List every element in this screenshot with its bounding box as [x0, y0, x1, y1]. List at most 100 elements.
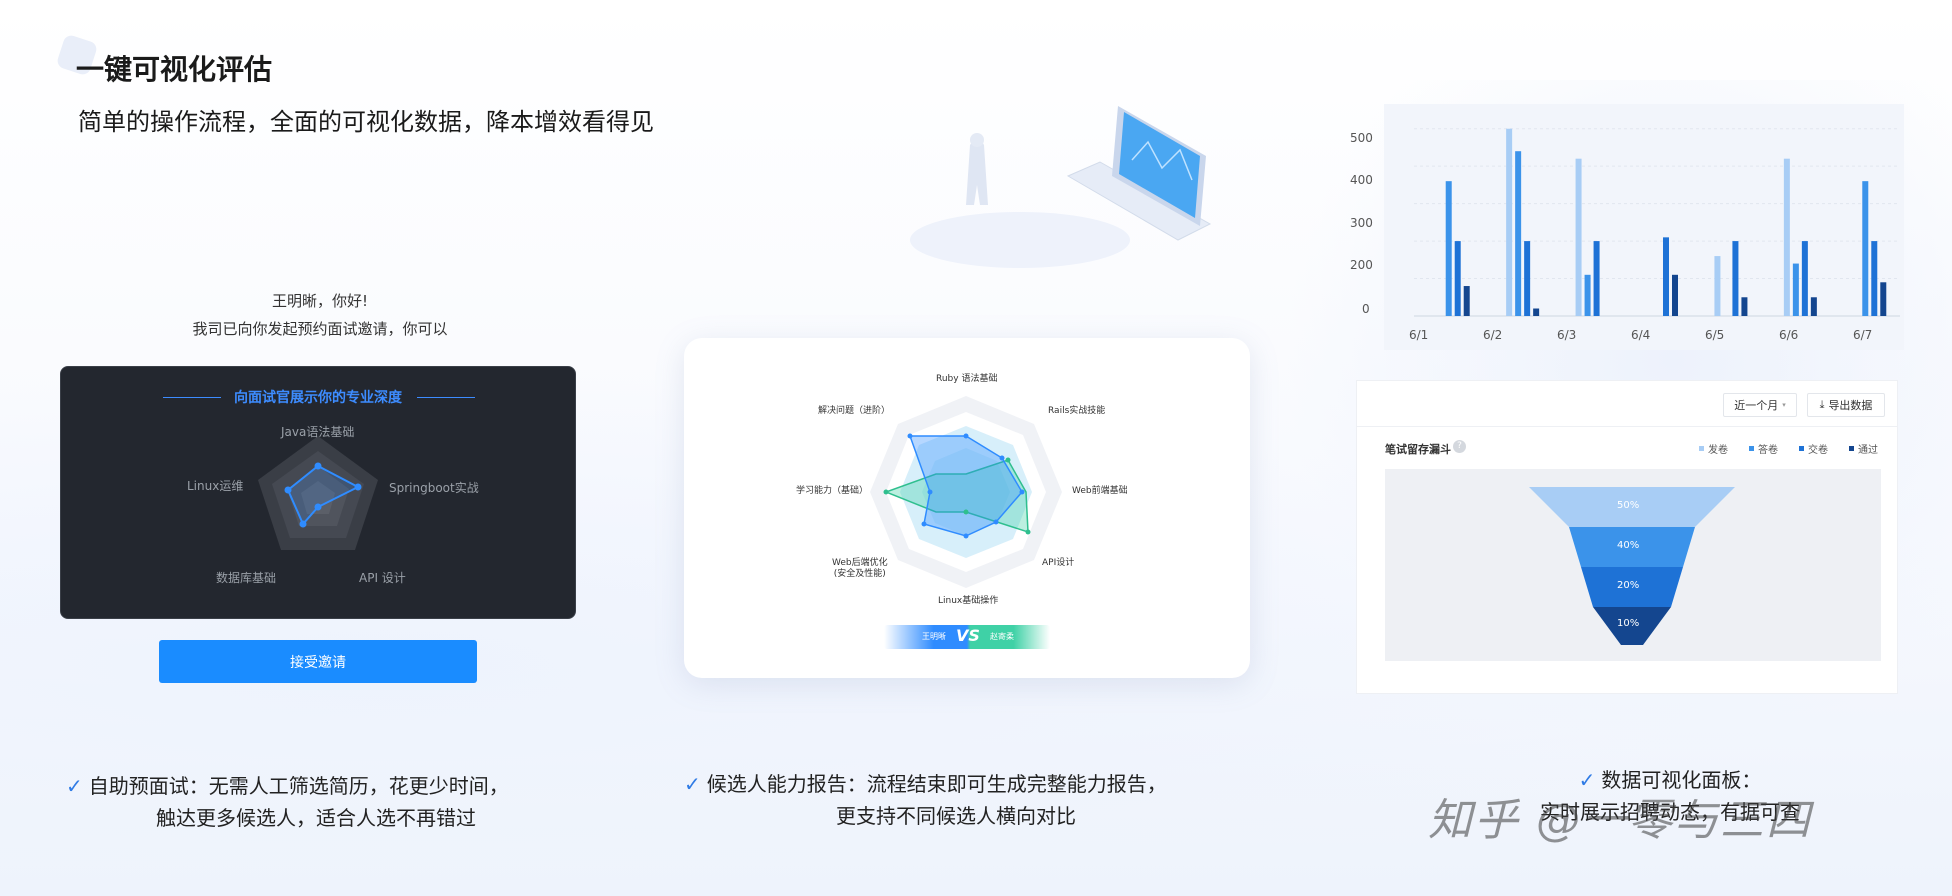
vs-banner: 王明晰 VS 赵寄柔: [884, 625, 1050, 649]
bar: [1792, 263, 1799, 316]
funnel-panel: 近一个月 ▾ ⤓ 导出数据 笔试留存漏斗 ? 发卷 答卷 交卷 通过 50% 4…: [1356, 380, 1898, 694]
radar-ring-inner: [922, 448, 1010, 536]
x-tick-label: 6/1: [1409, 328, 1429, 342]
radar-point: [907, 433, 913, 439]
radar-label: Springboot实战: [389, 481, 479, 495]
radar-label: 解决问题（进阶）: [818, 406, 891, 416]
funnel-value: 40%: [1617, 540, 1640, 551]
daily-stats-bar-chart: [1384, 104, 1904, 350]
bar: [1463, 286, 1470, 316]
radar-point: [921, 521, 927, 527]
bar: [1783, 158, 1790, 316]
chevron-down-icon: ▾: [1782, 401, 1786, 409]
x-tick-label: 6/3: [1557, 328, 1577, 342]
x-tick-label: 6/4: [1631, 328, 1651, 342]
bar: [1741, 297, 1748, 316]
radar-label: Web后端优化 (安全及性能): [832, 558, 888, 579]
bar: [1871, 241, 1878, 316]
help-icon[interactable]: ?: [1453, 440, 1466, 453]
x-tick-label: 6/7: [1853, 328, 1873, 342]
feature-self-interview: ✓自助预面试：无需人工筛选简历，花更少时间， 触达更多候选人，适合人选不再错过: [66, 774, 509, 830]
check-icon: ✓: [1578, 768, 1596, 792]
check-icon: ✓: [684, 772, 701, 796]
page-title: 一键可视化评估: [76, 53, 273, 86]
invite-greeting: 王明晰，你好!: [271, 292, 368, 310]
feature-dashboard: ✓数据可视化面板： 实时展示招聘动态，有据可查: [1540, 768, 1800, 824]
bar: [1584, 274, 1591, 316]
funnel-chart: 50% 40% 20% 10%: [1385, 469, 1881, 661]
title-rule-left: [163, 397, 221, 398]
export-button[interactable]: ⤓ 导出数据: [1807, 393, 1885, 417]
vs-mark: VS: [956, 626, 980, 645]
radar-point: [963, 533, 969, 539]
skill-radar-title: 向面试官展示你的专业深度: [234, 390, 402, 406]
funnel-value: 10%: [1617, 618, 1640, 629]
radar-point: [927, 489, 933, 495]
radar-point: [1019, 489, 1025, 495]
radar-point: [299, 520, 307, 528]
radar-label: API设计: [1042, 558, 1075, 568]
radar-point: [883, 489, 889, 495]
radar-point: [963, 433, 969, 439]
download-icon: ⤓: [1819, 398, 1825, 411]
bar: [1714, 256, 1721, 316]
funnel-level: [1593, 607, 1671, 645]
feature-ability-report: ✓候选人能力报告：流程结束即可生成完整能力报告， 更支持不同候选人横向对比: [684, 772, 1167, 828]
title-rule-right: [417, 397, 475, 398]
x-tick-label: 6/6: [1779, 328, 1799, 342]
range-select-value: 近一个月: [1734, 399, 1779, 412]
bar: [1575, 158, 1582, 316]
radar-point: [284, 486, 292, 494]
candidate-radar-chart: [870, 396, 1062, 588]
radar-point: [354, 483, 362, 491]
y-tick-label: 300: [1350, 216, 1373, 230]
candidate-b-name: 赵寄柔: [990, 632, 1014, 641]
y-tick-label: 200: [1350, 258, 1373, 272]
radar-label: Web前端基础: [1072, 486, 1128, 496]
bar: [1454, 241, 1461, 316]
radar-point: [1005, 457, 1011, 463]
x-tick-label: 6/5: [1705, 328, 1725, 342]
legend-item: 通过: [1849, 441, 1878, 456]
funnel-level: [1569, 527, 1695, 567]
bar: [1506, 128, 1513, 316]
skill-radar-chart: [258, 436, 378, 550]
radar-score-area: [286, 464, 361, 526]
page-subtitle: 简单的操作流程，全面的可视化数据，降本增效看得见: [78, 108, 654, 136]
radar-point: [314, 503, 322, 511]
y-tick-label: 0: [1362, 302, 1370, 316]
range-select[interactable]: 近一个月 ▾: [1723, 393, 1797, 417]
funnel-toolbar: 近一个月 ▾ ⤓ 导出数据: [1357, 381, 1897, 427]
radar-point: [999, 455, 1005, 461]
y-tick-label: 400: [1350, 173, 1373, 187]
legend-item: 发卷: [1699, 441, 1728, 456]
bar: [1810, 297, 1817, 316]
bar: [1663, 237, 1669, 316]
radar-label: Java语法基础: [281, 425, 355, 439]
radar-point: [963, 509, 969, 515]
laptop-illustration: [900, 90, 1260, 294]
candidate-report-card: Ruby 语法基础 Rails实战技能 Web前端基础 API设计 Linux基…: [684, 338, 1250, 678]
accept-invite-button[interactable]: 接受邀请: [159, 640, 477, 683]
y-tick-label: 500: [1350, 131, 1373, 145]
watermark: 知乎 @一零与三四: [1428, 795, 1812, 846]
radar-label: 学习能力（基础）: [796, 486, 869, 496]
radar-label: Linux基础操作: [938, 596, 999, 606]
legend-item: 交卷: [1799, 441, 1828, 456]
bar: [1672, 274, 1678, 316]
radar-ring-inner: [301, 481, 335, 514]
funnel-title: 笔试留存漏斗: [1385, 443, 1451, 456]
radar-label: API 设计: [359, 571, 406, 585]
bar: [1880, 282, 1887, 316]
radar-point: [1025, 529, 1031, 535]
bar: [1593, 241, 1600, 316]
radar-label: 数据库基础: [216, 571, 277, 585]
bar: [1533, 308, 1540, 316]
radar-point: [993, 519, 999, 525]
invite-message: 我司已向你发起预约面试邀请，你可以: [192, 320, 448, 338]
radar-label: Ruby 语法基础: [936, 374, 998, 384]
bar: [1445, 181, 1452, 316]
radar-label: Rails实战技能: [1048, 406, 1106, 416]
bar: [1862, 181, 1869, 316]
funnel-level: [1529, 487, 1735, 527]
